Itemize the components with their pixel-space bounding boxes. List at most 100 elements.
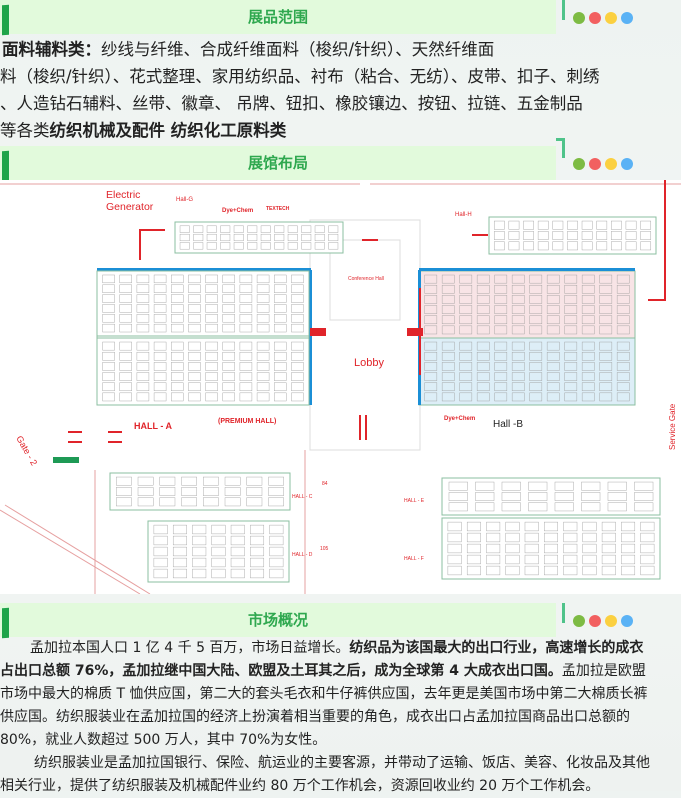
booth — [599, 315, 613, 325]
label-dim-84: 84 — [322, 481, 328, 487]
booth — [441, 382, 455, 392]
booth — [511, 362, 525, 371]
booth — [601, 521, 616, 532]
booth — [188, 372, 201, 381]
booth — [581, 351, 595, 361]
booth — [220, 225, 231, 233]
booth — [153, 323, 167, 333]
label-lobby: Lobby — [354, 357, 384, 369]
booth — [459, 305, 473, 314]
booth — [459, 392, 473, 402]
dot-icon — [621, 615, 633, 627]
booth — [529, 392, 543, 402]
dots-decoration — [573, 158, 633, 170]
booth — [424, 392, 438, 402]
booth — [291, 323, 304, 333]
booth — [459, 351, 473, 361]
booth — [616, 295, 630, 304]
booth — [529, 382, 543, 392]
booth — [494, 305, 508, 314]
label-hall-f: HALL - F — [404, 556, 424, 562]
booth — [476, 315, 490, 325]
booth — [239, 382, 253, 392]
booth — [599, 362, 613, 371]
booth — [459, 382, 473, 392]
booth — [466, 543, 481, 554]
booth — [441, 274, 455, 284]
booth — [494, 392, 508, 402]
booth — [448, 481, 468, 491]
booth — [424, 284, 438, 294]
booth — [116, 476, 132, 486]
scope-line: 等各类 — [0, 121, 50, 140]
booth — [501, 492, 521, 501]
booth — [136, 341, 150, 351]
booth — [459, 315, 473, 325]
section-title: 市场概况 — [247, 611, 308, 629]
booth — [247, 242, 258, 250]
booth — [205, 274, 218, 284]
booth — [611, 231, 622, 240]
dots-decoration — [573, 12, 633, 24]
booth — [505, 543, 520, 554]
booth — [501, 502, 521, 512]
booth — [172, 535, 187, 546]
booth — [250, 535, 265, 546]
booth — [171, 341, 184, 351]
booth — [172, 568, 187, 579]
booth — [599, 325, 613, 335]
booth — [505, 554, 520, 565]
exhibit-scope-text: 面料辅料类：纱线与纤维、合成纤维面料（梭织/针织）、天然纤维面 料（梭织/针织）… — [0, 36, 681, 144]
booth — [508, 231, 520, 240]
booth — [546, 315, 560, 325]
booth — [476, 382, 490, 392]
booth — [523, 231, 534, 240]
booth — [640, 532, 655, 543]
booth — [459, 284, 473, 294]
booth — [119, 323, 132, 333]
booth — [274, 362, 287, 371]
booth — [206, 242, 217, 250]
booth — [171, 392, 184, 402]
booth — [505, 532, 520, 543]
label-service-gate: Service Gate — [668, 403, 677, 450]
booth — [224, 487, 241, 496]
market-text: 80%，就业人数超过 500 万人，其中 70%为女性。 — [0, 732, 327, 748]
booth — [476, 295, 490, 304]
booth — [328, 242, 339, 250]
booth — [188, 392, 201, 402]
booth — [119, 351, 132, 361]
booth — [230, 568, 245, 579]
booth — [501, 481, 521, 491]
dot-icon — [589, 615, 601, 627]
booth — [239, 284, 253, 293]
booth — [205, 372, 218, 381]
booth — [581, 305, 595, 314]
booth — [616, 315, 630, 325]
section-header-scope: 展品范围 — [0, 0, 681, 36]
booth — [102, 294, 115, 303]
booth — [256, 341, 270, 351]
booth — [529, 284, 543, 294]
booth — [102, 372, 115, 381]
booth — [459, 325, 473, 335]
booth — [203, 497, 219, 507]
label-hall-h: Hall-H — [455, 212, 472, 218]
booth — [193, 225, 204, 233]
booth — [287, 225, 298, 233]
booth — [581, 231, 593, 240]
booth — [476, 372, 490, 381]
booth — [102, 314, 115, 323]
booth — [222, 323, 235, 333]
floor-plan-svg: Electric Generator Hall-G Hall-H Confere… — [0, 180, 681, 595]
booth — [582, 554, 597, 565]
label-dim-105: 105 — [320, 546, 329, 552]
booth — [256, 382, 270, 392]
booth — [239, 372, 253, 381]
booth — [511, 392, 525, 402]
booth — [581, 241, 593, 251]
booth — [171, 294, 184, 303]
booth — [441, 325, 455, 335]
booth — [494, 341, 508, 351]
booth — [206, 233, 217, 242]
